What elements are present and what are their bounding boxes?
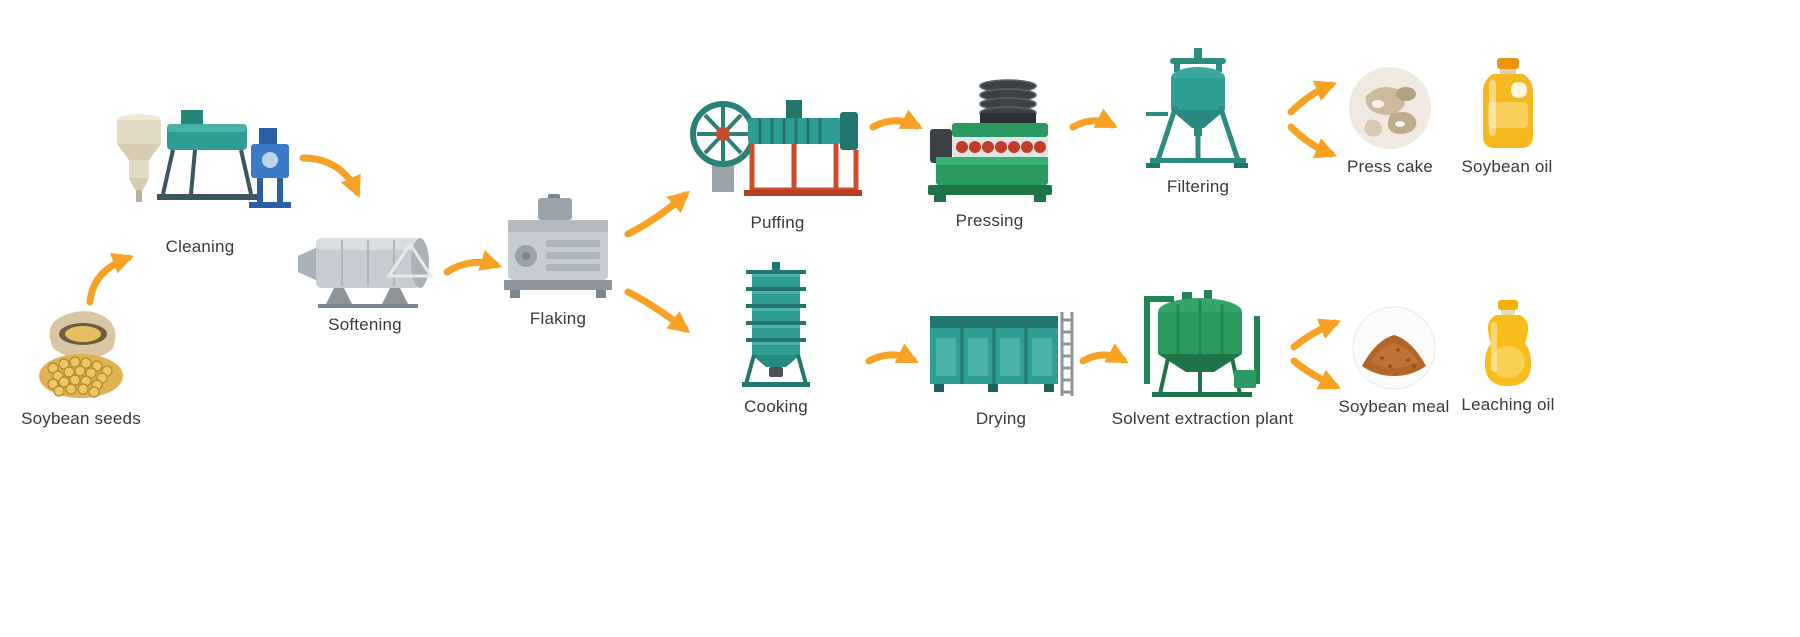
drying-machine-icon (926, 304, 1076, 402)
node-solvent-extraction: Solvent extraction plant (1100, 282, 1305, 429)
node-soybean-seeds: Soybean seeds (6, 306, 156, 429)
arrow-cooking-to-drying (865, 343, 919, 365)
cooking-tower-icon (736, 262, 816, 390)
soybean-oil-bottle-icon (1467, 56, 1547, 150)
node-cleaning: Cleaning (100, 98, 300, 257)
node-leaching-oil: Leaching oil (1458, 298, 1558, 415)
node-label: Drying (975, 409, 1027, 428)
arrow-filtering-to-press-cake (1287, 80, 1338, 116)
leaching-oil-bottle-icon (1469, 298, 1547, 388)
node-cooking: Cooking (734, 262, 818, 417)
node-press-cake: Press cake (1334, 66, 1446, 177)
flaking-machine-icon (498, 194, 618, 302)
arrow-puffing-to-pressing (869, 109, 923, 131)
node-label: Cleaning (165, 237, 235, 256)
node-drying: Drying (925, 304, 1077, 429)
node-label: Soybean oil (1461, 157, 1553, 176)
solvent-extraction-plant-icon (1138, 282, 1268, 402)
arrow-pressing-to-filtering (1069, 108, 1118, 131)
node-puffing: Puffing (690, 86, 865, 233)
soybean-meal-image (1352, 306, 1436, 390)
node-filtering: Filtering (1140, 46, 1256, 197)
node-label: Leaching oil (1461, 395, 1555, 414)
puffing-extruder-icon (690, 86, 865, 206)
arrow-seeds-to-cleaning (86, 253, 135, 306)
node-label: Puffing (750, 213, 805, 232)
soybean-seeds-image (31, 306, 131, 402)
node-soybean-oil: Soybean oil (1456, 56, 1558, 177)
arrow-flaking-to-cooking (624, 288, 691, 333)
node-softening: Softening (290, 224, 440, 335)
node-label: Solvent extraction plant (1111, 409, 1294, 428)
node-soybean-meal: Soybean meal (1338, 306, 1450, 417)
arrow-flaking-to-puffing (624, 190, 690, 238)
node-pressing: Pressing (922, 74, 1057, 231)
arrow-softening-to-flaking (443, 250, 503, 276)
arrow-cleaning-to-softening (299, 154, 361, 198)
pressing-machine-icon (922, 74, 1057, 204)
node-label: Soybean seeds (21, 409, 141, 428)
node-label: Flaking (529, 309, 587, 328)
cleaning-machine-icon (103, 98, 298, 230)
node-label: Softening (328, 315, 402, 334)
softening-drum-icon (290, 224, 440, 308)
node-label: Soybean meal (1338, 397, 1450, 416)
arrow-filtering-to-soybean-oil (1287, 123, 1338, 159)
filtering-tank-icon (1140, 46, 1256, 170)
node-label: Cooking (744, 397, 808, 416)
node-label: Filtering (1166, 177, 1230, 196)
press-cake-image (1348, 66, 1432, 150)
node-label: Pressing (955, 211, 1024, 230)
node-flaking: Flaking (498, 194, 618, 329)
node-label: Press cake (1346, 157, 1434, 176)
